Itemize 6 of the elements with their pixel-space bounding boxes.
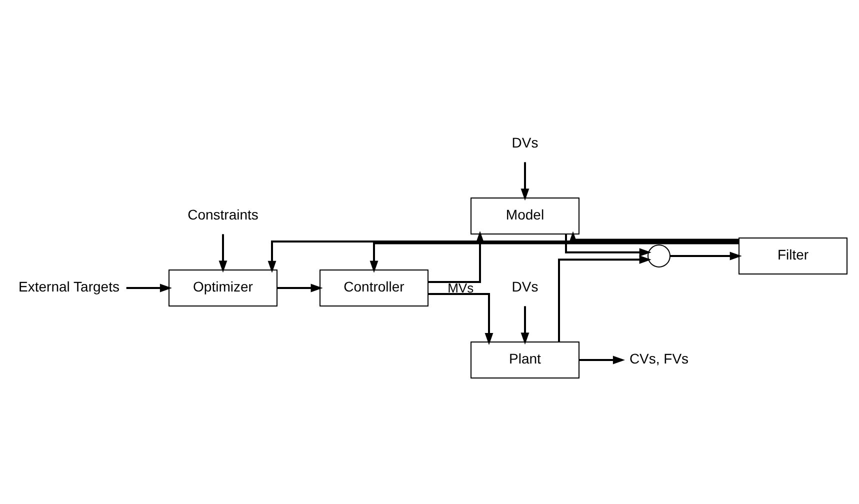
node-text: DVs (512, 134, 538, 151)
node-text: DVs (512, 278, 538, 295)
node-text: External Targets (18, 278, 120, 295)
edge-label: MVs (448, 280, 474, 296)
node-text: CVs, FVs (629, 350, 689, 367)
node-text: Constraints (188, 206, 258, 223)
